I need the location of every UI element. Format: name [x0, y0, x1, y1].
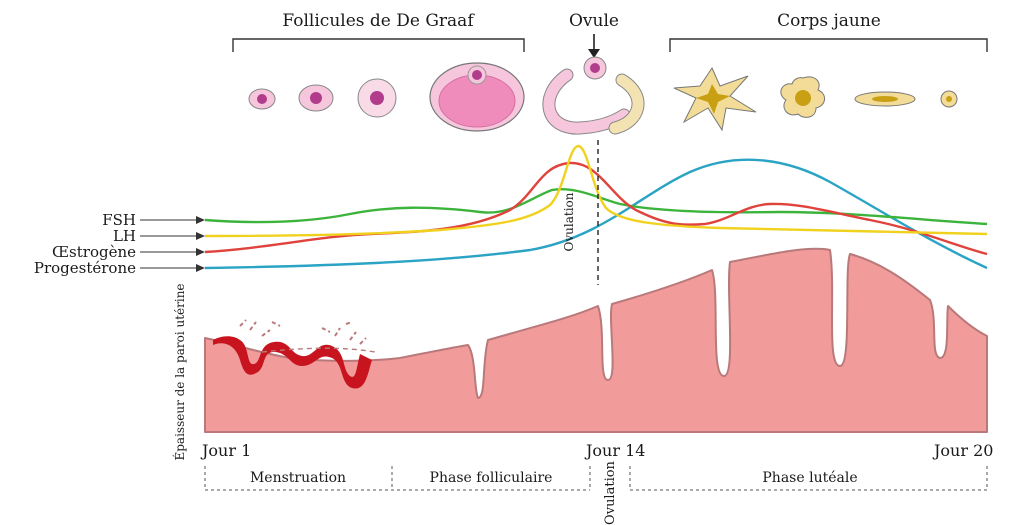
day-14-label: Jour 14	[584, 441, 645, 460]
estrogen-curve	[205, 163, 987, 254]
progesterone-legend: Progestérone	[34, 259, 205, 277]
ovule-arrow	[588, 34, 600, 58]
wall-thickness-label: Épaisseur de la paroi utérine	[172, 283, 187, 460]
corpus-albicans	[941, 91, 957, 107]
ruptured-follicle	[549, 75, 638, 128]
follicles-bracket	[233, 39, 524, 52]
follicle-stage-2	[299, 85, 333, 111]
phase-luteal: Phase lutéale	[762, 470, 857, 486]
day-1-label: Jour 1	[200, 441, 251, 460]
uterine-lining	[205, 249, 987, 432]
follicle-stage-3	[358, 79, 396, 117]
corpus-luteum-header: Corps jaune	[777, 11, 881, 31]
ovule-header: Ovule	[569, 11, 619, 31]
corpus-luteum-stage-1	[674, 68, 756, 130]
corpus-luteum-stage-2	[781, 77, 825, 117]
phase-ovulation: Ovulation	[603, 460, 618, 524]
follicle-stage-1	[249, 89, 275, 109]
corpus-luteum-bracket	[670, 39, 987, 52]
lh-curve	[205, 146, 987, 236]
graafian-follicle	[430, 63, 524, 131]
progesterone-curve	[205, 160, 987, 268]
day-20-label: Jour 20	[932, 441, 993, 460]
phase-follicular: Phase folliculaire	[430, 470, 553, 486]
follicles-header: Follicules de De Graaf	[282, 11, 475, 31]
ovulation-marker-label: Ovulation	[562, 192, 576, 251]
progesterone-label: Progestérone	[34, 259, 136, 277]
corpus-luteum-stage-3	[855, 92, 915, 106]
phase-menstruation: Menstruation	[250, 470, 346, 486]
ovule-cell	[584, 57, 606, 79]
